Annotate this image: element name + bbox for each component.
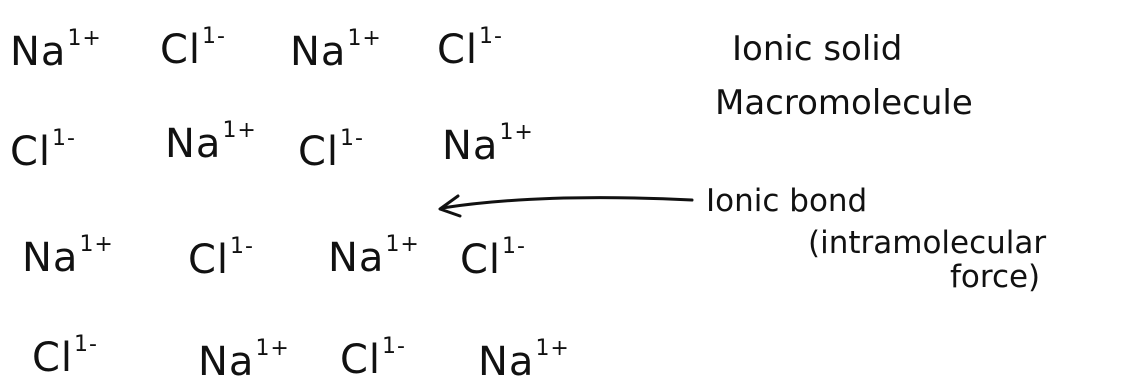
ion-cl: Cl1- (340, 334, 406, 383)
ion-charge: 1- (479, 24, 503, 49)
ion-charge: 1- (202, 24, 226, 49)
ion-symbol: Cl (298, 129, 340, 175)
ion-charge: 1- (382, 334, 406, 359)
ion-na: Na1+ (198, 336, 290, 385)
ion-symbol: Cl (437, 27, 479, 73)
ion-symbol: Cl (188, 237, 230, 283)
ion-na: Na1+ (165, 118, 257, 167)
ion-symbol: Na (165, 121, 222, 167)
ion-symbol: Cl (32, 335, 74, 381)
ion-symbol: Na (478, 339, 535, 385)
ion-symbol: Na (198, 339, 255, 385)
ion-na: Na1+ (328, 232, 420, 281)
ion-na: Na1+ (478, 336, 570, 385)
title-line-1: Ionic solid (732, 29, 903, 69)
ion-symbol: Cl (340, 337, 382, 383)
ion-charge: 1+ (347, 26, 382, 51)
ion-charge: 1+ (385, 232, 420, 257)
ion-cl: Cl1- (32, 332, 98, 381)
annotation-line-3: force) (950, 259, 1041, 295)
ion-cl: Cl1- (188, 234, 254, 283)
annotation-line-2: (intramolecular (808, 225, 1047, 261)
ion-charge: 1- (230, 234, 254, 259)
ion-symbol: Na (442, 123, 499, 169)
ion-cl: Cl1- (298, 126, 364, 175)
ion-na: Na1+ (10, 26, 102, 75)
ion-charge: 1- (502, 234, 526, 259)
ion-symbol: Na (10, 29, 67, 75)
arrow-shaft (440, 196, 694, 210)
ion-symbol: Na (290, 29, 347, 75)
ion-charge: 1- (74, 332, 98, 357)
annotation-line-1: Ionic bond (706, 183, 868, 219)
ion-charge: 1+ (79, 232, 114, 257)
ion-symbol: Na (328, 235, 385, 281)
ion-charge: 1- (340, 126, 364, 151)
arrow-head (438, 194, 462, 218)
ion-cl: Cl1- (10, 126, 76, 175)
ion-symbol: Na (22, 235, 79, 281)
title-line-2: Macromolecule (715, 83, 973, 123)
ion-symbol: Cl (160, 27, 202, 73)
ion-charge: 1+ (222, 118, 257, 143)
ion-cl: Cl1- (160, 24, 226, 73)
ion-na: Na1+ (22, 232, 114, 281)
ion-na: Na1+ (442, 120, 534, 169)
ion-cl: Cl1- (460, 234, 526, 283)
ion-na: Na1+ (290, 26, 382, 75)
ion-charge: 1+ (67, 26, 102, 51)
ion-charge: 1+ (255, 336, 290, 361)
ion-symbol: Cl (460, 237, 502, 283)
ion-charge: 1+ (499, 120, 534, 145)
ion-cl: Cl1- (437, 24, 503, 73)
ion-charge: 1- (52, 126, 76, 151)
ion-symbol: Cl (10, 129, 52, 175)
ion-charge: 1+ (535, 336, 570, 361)
